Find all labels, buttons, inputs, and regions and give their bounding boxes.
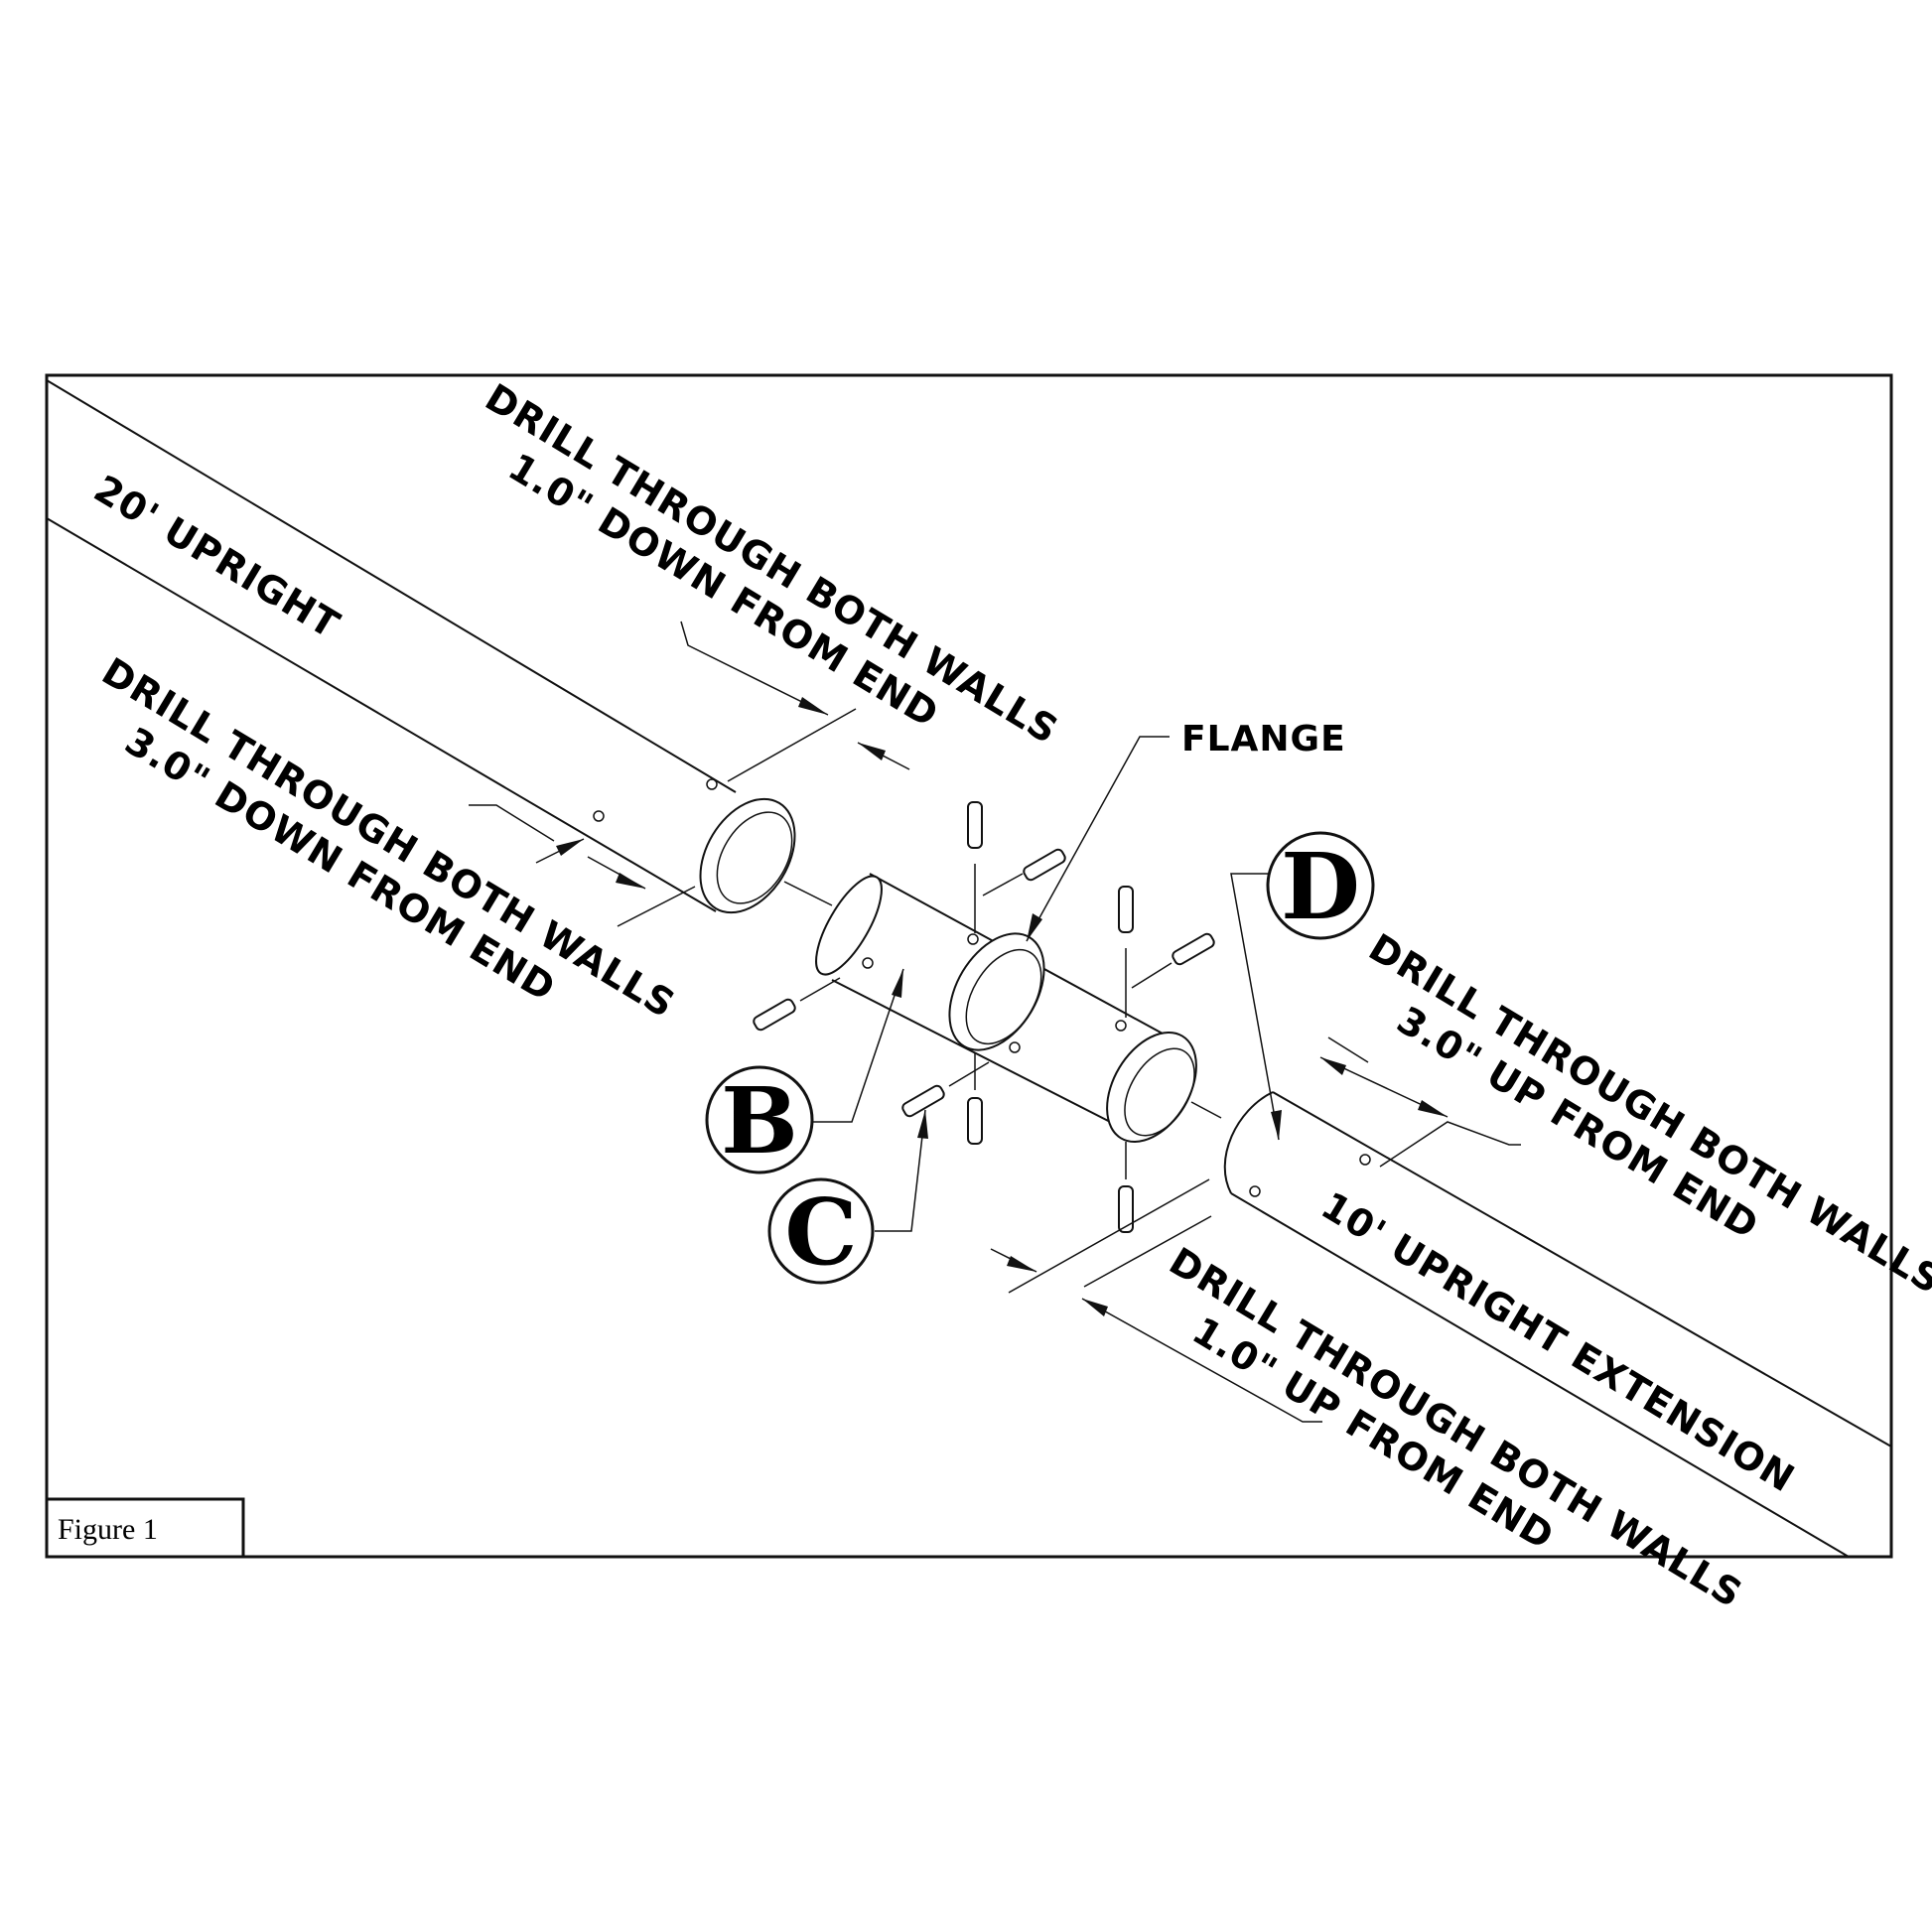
dimension-bottom: [990, 1178, 1322, 1423]
coupler-right-end: [862, 933, 1197, 1144]
callout-b: B: [705, 1065, 814, 1174]
dimension-right: [1319, 1036, 1521, 1168]
callout-d: D: [1266, 831, 1375, 940]
d-leader: [1230, 873, 1282, 1141]
drill-hole: [593, 810, 605, 822]
drill-hole: [862, 957, 874, 969]
upright-20-pipe: [46, 379, 796, 914]
coupler-b: [815, 873, 1194, 1129]
label-drill-left-line2: 3.0" DOWN FROM END: [118, 719, 564, 1011]
drill-hole: [1115, 1020, 1127, 1032]
callout-d-letter: D: [1281, 833, 1360, 940]
label-drill-left-line1: DRILL THROUGH BOTH WALLS: [94, 649, 682, 1027]
drill-hole: [967, 933, 979, 945]
label-drill-right-line1: DRILL THROUGH BOTH WALLS: [1361, 925, 1932, 1303]
b-leader: [812, 968, 904, 1123]
c-leader: [875, 1109, 928, 1232]
dimension-top: [680, 621, 910, 782]
flange-leader: [1026, 736, 1170, 942]
drill-hole: [1359, 1154, 1371, 1166]
drill-hole: [1249, 1185, 1261, 1197]
callout-b-letter: B: [721, 1067, 798, 1174]
drill-hole: [1009, 1041, 1021, 1053]
drill-hole: [706, 778, 718, 790]
pins: [753, 801, 1215, 1233]
figure-caption-box: Figure 1: [45, 1497, 245, 1559]
callout-c: C: [767, 1177, 875, 1286]
label-flange: FLANGE: [1181, 719, 1346, 759]
drawing-frame: [45, 373, 1893, 1559]
figure-caption: Figure 1: [58, 1513, 158, 1546]
extension-10-pipe: [1223, 1091, 1892, 1558]
flange-ring: [948, 932, 1045, 1051]
label-upright-20: 20' UPRIGHT: [86, 467, 346, 647]
label-drill-top-line1: DRILL THROUGH BOTH WALLS: [478, 375, 1065, 753]
dimension-left: [469, 804, 696, 927]
callout-c-letter: C: [784, 1178, 857, 1286]
